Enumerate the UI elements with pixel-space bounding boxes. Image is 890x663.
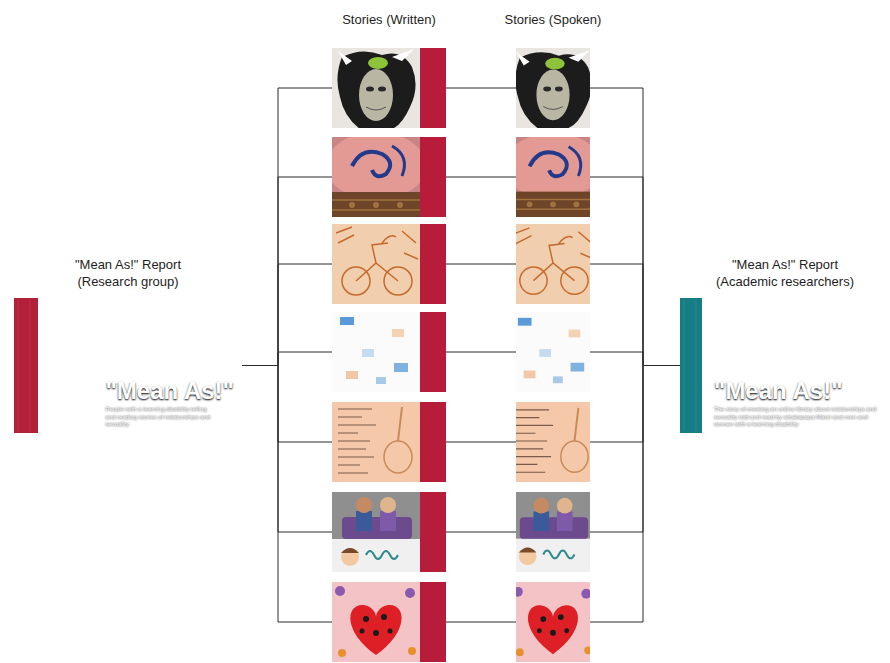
cover-left-art [14,293,248,433]
connector-line [242,366,332,623]
spoken-story [516,492,590,572]
illustration-part [684,300,696,431]
connector-line [446,442,516,443]
written-story [332,492,446,572]
column-heading: Stories (Written) [342,12,436,29]
connector-line [590,88,680,366]
illustration-part [326,132,426,218]
report-cover: "Mean As!" Report (Academic researchers)… [680,298,890,433]
illustration-part [510,582,596,662]
illustration-part [510,224,596,304]
illustration-part [420,224,446,304]
connector-line [590,264,680,366]
cover-right-art [680,293,890,433]
illustration-part [702,298,890,433]
written-story [332,137,446,217]
illustration-part [420,312,446,392]
cover-title: "Mean As!" [105,378,234,404]
illustration-part [680,298,702,433]
illustration-part [420,582,446,662]
connector-line [590,366,680,533]
connector-line [446,264,516,265]
spoken-story [516,312,590,392]
illustration-part [332,401,420,483]
spoken-story [516,137,590,217]
written-story [332,224,446,304]
illustration-part [332,223,420,305]
illustration-part [38,298,242,433]
illustration-part [420,402,446,482]
illustration-part [510,492,596,572]
spoken-story [516,48,590,128]
connector-line [242,88,332,366]
illustration-part [510,48,596,128]
written-story [332,312,446,392]
written-story [332,48,446,128]
column-heading: Stories (Spoken) [505,12,602,29]
illustration-part [510,402,596,482]
illustration-part [14,298,38,433]
cover-text-block: "Mean As!"People with a learning disabil… [105,378,234,428]
connector-line [446,88,516,89]
connector-line [590,366,680,443]
illustration-part [420,137,446,217]
cover-subtitle: The story of creating an online library … [714,406,882,428]
connector-line [242,264,332,366]
spoken-story [516,582,590,662]
illustration-part [332,311,420,393]
connector-line [242,366,332,443]
connector-line [590,177,680,366]
connector-line [242,177,332,366]
report-heading: "Mean As!" Report (Research group) [66,257,191,291]
report-cover: "Mean As!" Report (Research group)"Mean … [14,298,242,433]
connector-line [446,532,516,533]
connector-line [242,352,332,366]
illustration-part [332,491,420,573]
written-story [332,582,446,662]
connector-line [242,366,332,533]
illustration-part [420,492,446,572]
illustration-part [510,312,596,392]
connector-line [446,622,516,623]
cover-text-block: "Mean As!"The story of creating an onlin… [714,378,882,428]
spoken-story [516,224,590,304]
illustration-part [420,48,446,128]
cover-subtitle: People with a learning disability tellin… [105,406,217,428]
connector-line [446,352,516,353]
illustration-part [18,300,30,431]
connector-line [590,366,680,623]
illustration-part [332,47,420,129]
cover-title: "Mean As!" [714,378,843,404]
connector-line [446,177,516,178]
illustration-part [504,133,602,217]
spoken-story [516,402,590,482]
written-story [332,402,446,482]
connector-line [590,352,680,366]
written-story-art [326,47,446,663]
spoken-story-art [504,48,602,662]
report-heading: "Mean As!" Report (Academic researchers) [705,257,865,291]
illustration-part [332,581,420,663]
